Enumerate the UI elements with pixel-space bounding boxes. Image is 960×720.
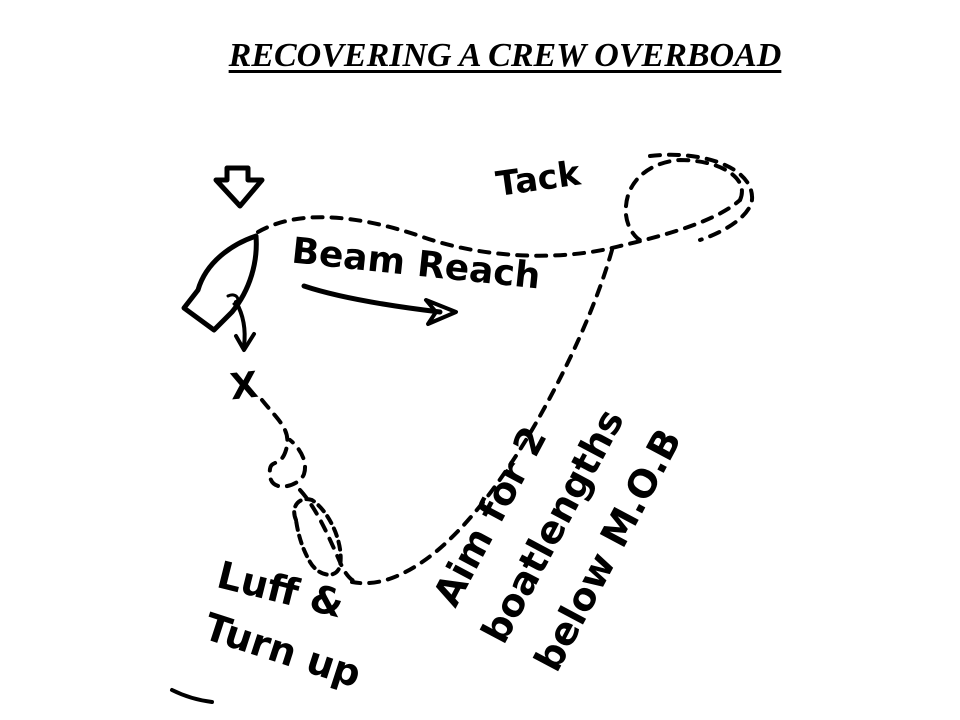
mob-marker: X xyxy=(228,365,260,409)
page-title: RECOVERING A CREW OVERBOAD xyxy=(228,37,782,74)
course-approach xyxy=(260,398,307,489)
luff-label: Luff & Turn up xyxy=(199,553,367,697)
luff-label-line2: Turn up xyxy=(199,604,367,696)
aim-label: Aim for 2 boatlengths below M.O.B xyxy=(424,402,690,679)
wind-arrow-icon xyxy=(213,165,265,209)
stray-mark xyxy=(170,688,214,704)
tack-label: Tack xyxy=(494,153,585,205)
boat-start-icon xyxy=(181,233,259,333)
course-beam-reach xyxy=(256,198,742,258)
course-approach-lower xyxy=(298,488,358,584)
beam-reach-label: Beam Reach xyxy=(290,231,543,298)
beam-reach-arrow xyxy=(301,283,458,326)
heading-arrow-icon xyxy=(234,300,256,352)
course-tack-loop-outer xyxy=(648,152,755,242)
course-return-leg xyxy=(350,248,614,586)
course-tack-loop xyxy=(623,158,744,242)
boat-pickup-icon xyxy=(292,497,343,577)
